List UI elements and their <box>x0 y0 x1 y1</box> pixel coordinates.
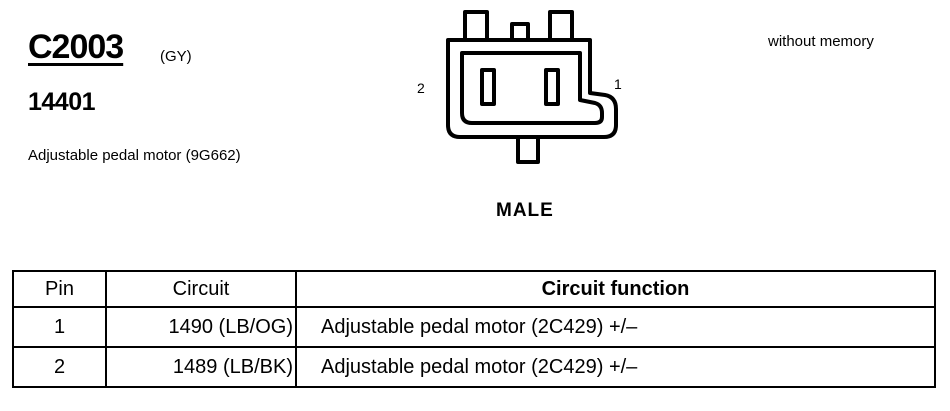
circuit-function-cell: Adjustable pedal motor (2C429) +/– <box>295 346 936 388</box>
pin-label-1: 1 <box>614 76 622 92</box>
pin-cell: 1 <box>12 306 107 348</box>
connector-tab-right <box>548 10 574 42</box>
circuit-cell: 1490 (LB/OG) <box>105 306 297 348</box>
variant-note: without memory <box>768 33 874 50</box>
connector-id: C2003 <box>28 28 124 66</box>
table-row: 1 1490 (LB/OG) Adjustable pedal motor (2… <box>12 306 936 348</box>
circuit-cell: 1489 (LB/BK) <box>105 346 297 388</box>
column-header-circuit-function: Circuit function <box>295 270 936 308</box>
circuit-function-cell: Adjustable pedal motor (2C429) +/– <box>295 306 936 348</box>
pin-cell: 2 <box>12 346 107 388</box>
connector-tab-left <box>463 10 489 42</box>
table-row: 2 1489 (LB/BK) Adjustable pedal motor (2… <box>12 346 936 388</box>
column-header-pin: Pin <box>12 270 107 308</box>
connector-tab-center <box>510 22 530 42</box>
connector-housing-outer <box>446 38 618 139</box>
part-number: 14401 <box>28 88 96 116</box>
connector-face-diagram <box>446 10 618 164</box>
connector-color-code: (GY) <box>160 48 192 65</box>
column-header-circuit: Circuit <box>105 270 297 308</box>
table-header-row: Pin Circuit Circuit function <box>12 270 936 308</box>
pinout-table: Pin Circuit Circuit function 1 1490 (LB/… <box>12 270 936 388</box>
connector-key-bottom <box>516 134 540 164</box>
connector-description: Adjustable pedal motor (9G662) <box>28 147 241 164</box>
pin-label-2: 2 <box>417 80 425 96</box>
pin-cavity-2 <box>480 68 496 106</box>
connector-gender-label: MALE <box>496 200 554 221</box>
pin-cavity-1 <box>544 68 560 106</box>
connector-housing-inner <box>460 51 604 125</box>
